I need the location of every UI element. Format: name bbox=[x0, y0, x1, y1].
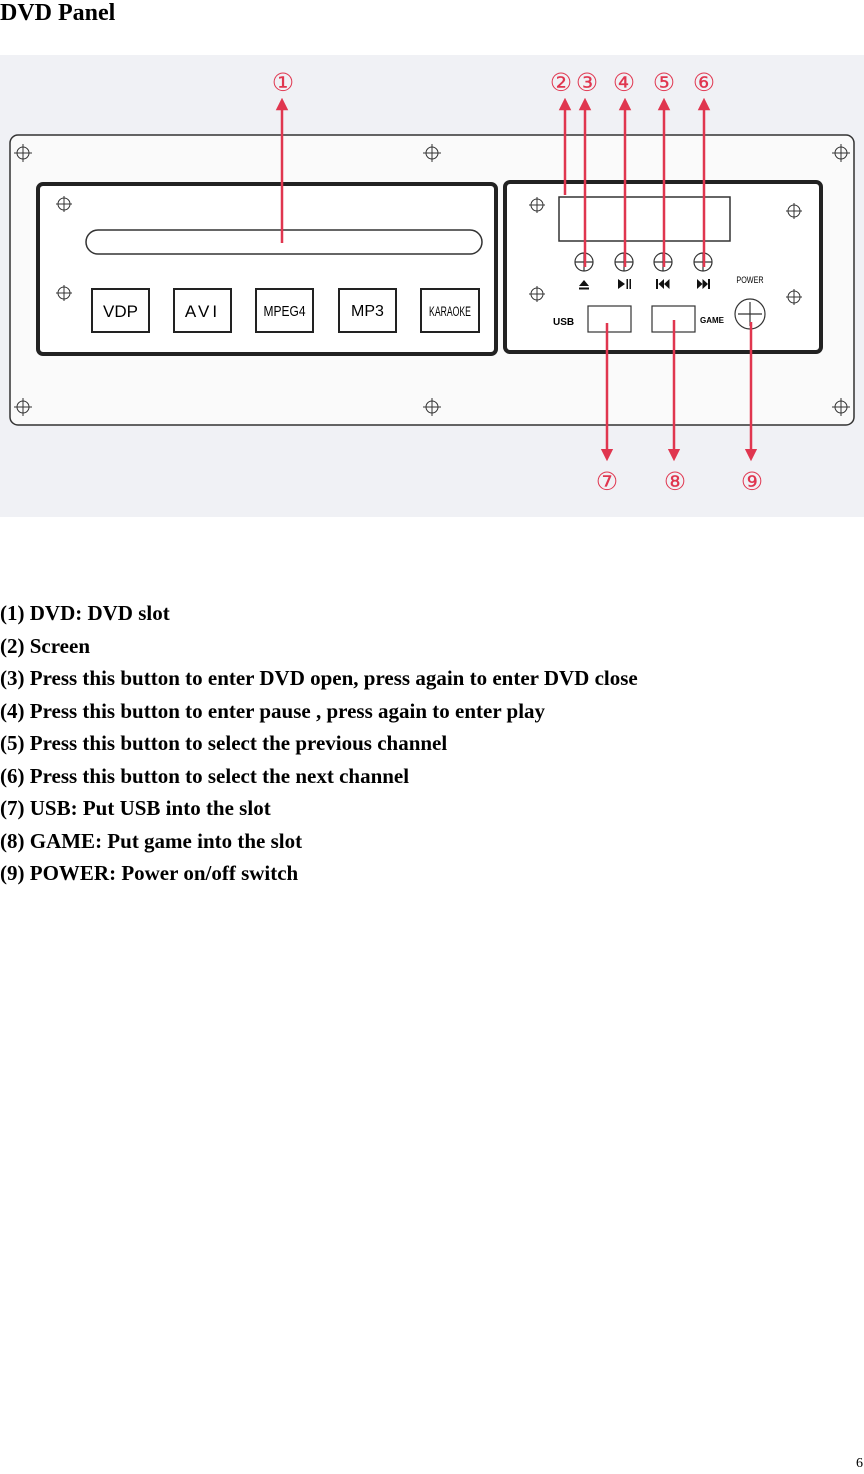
svg-text:MPEG4: MPEG4 bbox=[263, 303, 305, 320]
display-screen bbox=[558, 196, 731, 242]
mode-button-mp3[interactable]: MP3 bbox=[338, 288, 397, 333]
legend-item: (4) Press this button to enter pause , p… bbox=[0, 698, 546, 723]
legend-item: (1) DVD: DVD slot bbox=[0, 601, 170, 625]
mode-button-avi[interactable]: AVI bbox=[173, 288, 232, 333]
svg-text:AVI: AVI bbox=[185, 302, 220, 321]
usb-port[interactable] bbox=[587, 305, 632, 333]
power-button[interactable] bbox=[734, 298, 766, 330]
legend-item: (6) Press this button to select the next… bbox=[0, 763, 410, 788]
legend-item: (7) USB: Put USB into the slot bbox=[0, 796, 271, 820]
legend-item: (9) POWER: Power on/off switch bbox=[0, 861, 299, 885]
usb-label: USB bbox=[553, 317, 574, 328]
mode-button-karaoke[interactable]: KARAOKE bbox=[420, 288, 480, 333]
callout-8: ⑧ bbox=[664, 467, 686, 496]
callout-3: ③ bbox=[576, 68, 598, 97]
previous-icon bbox=[656, 279, 670, 289]
power-label: POWER bbox=[736, 275, 763, 285]
legend-item: (5) Press this button to select the prev… bbox=[0, 731, 448, 755]
dvd-slot bbox=[85, 229, 483, 255]
callout-7: ⑦ bbox=[596, 467, 618, 496]
play-pause-icon bbox=[618, 279, 631, 289]
svg-text:KARAOKE: KARAOKE bbox=[429, 304, 471, 320]
next-icon bbox=[697, 279, 710, 289]
game-label: GAME bbox=[700, 316, 725, 325]
callout-4: ④ bbox=[613, 68, 635, 97]
eject-icon bbox=[579, 280, 589, 290]
mode-button-vdp[interactable]: VDP bbox=[91, 288, 150, 333]
dvd-panel-diagram: VDP AVI MPEG4 MP3 KARAOKE bbox=[0, 55, 864, 517]
callout-1: ① bbox=[272, 68, 294, 97]
svg-text:VDP: VDP bbox=[103, 302, 138, 321]
callout-numbers: ① ② ③ ④ ⑤ ⑥ ⑦ ⑧ ⑨ bbox=[272, 68, 763, 496]
mode-button-mpeg4[interactable]: MPEG4 bbox=[255, 288, 314, 333]
legend-list: (1) DVD: DVD slot (2) Screen (3) Press t… bbox=[0, 597, 638, 890]
control-module-screws bbox=[529, 197, 802, 305]
legend-item: (3) Press this button to enter DVD open,… bbox=[0, 666, 638, 690]
callout-5: ⑤ bbox=[653, 68, 675, 97]
svg-text:MP3: MP3 bbox=[351, 303, 384, 320]
legend-item: (8) GAME: Put game into the slot bbox=[0, 828, 303, 853]
callout-arrows bbox=[275, 97, 758, 462]
callout-9: ⑨ bbox=[741, 467, 763, 496]
page-number: 6 bbox=[856, 1456, 863, 1471]
mode-buttons: VDP AVI MPEG4 MP3 KARAOKE bbox=[91, 288, 480, 333]
outer-screw-holes bbox=[14, 144, 850, 416]
dvd-module-screws bbox=[56, 196, 72, 301]
page-title: DVD Panel bbox=[0, 0, 116, 26]
callout-6: ⑥ bbox=[693, 68, 715, 97]
legend-item: (2) Screen bbox=[0, 633, 90, 658]
callout-2: ② bbox=[550, 68, 572, 97]
